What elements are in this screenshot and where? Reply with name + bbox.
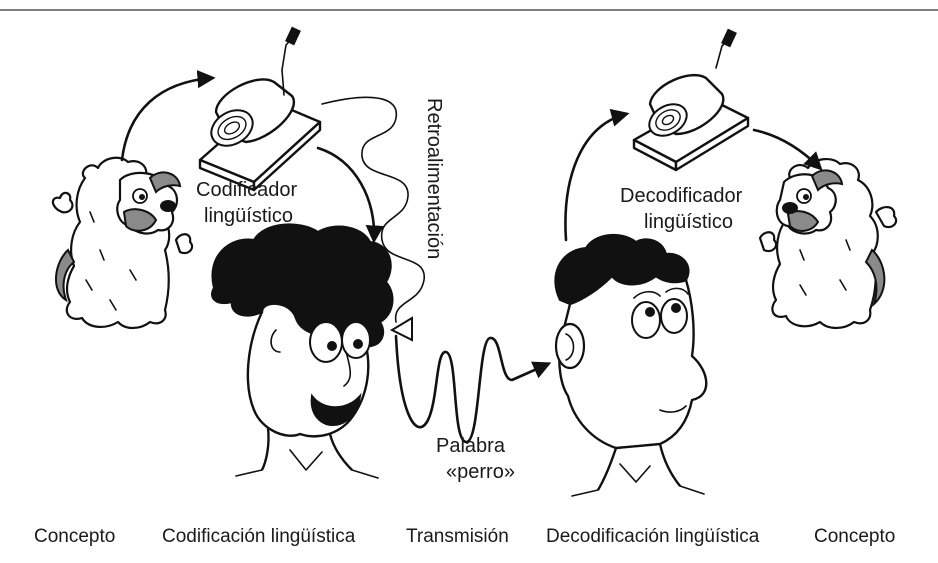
encoder-label-line1: Codificador <box>196 179 298 201</box>
decoder-machine-icon <box>634 29 748 170</box>
encoder-label-line2: lingüístico <box>204 205 293 227</box>
woman-speaker-illustration <box>212 224 393 478</box>
decoder-label-line1: Decodificador <box>620 185 743 207</box>
caption-concept-right: Concepto <box>814 526 895 547</box>
arrow-listener-to-decoder <box>565 114 626 240</box>
encoder-machine-icon <box>200 27 320 190</box>
feedback-label: Retroalimentación <box>423 98 445 259</box>
transmission-wave <box>396 336 548 442</box>
word-label-line1: Palabra <box>436 435 506 457</box>
caption-decoding: Decodificación lingüística <box>546 526 760 547</box>
right-dog-illustration <box>760 159 896 328</box>
arrow-decoder-to-concept <box>754 130 820 168</box>
decoder-label-line2: lingüístico <box>644 211 733 233</box>
arrow-concept-to-encoder <box>122 78 212 160</box>
man-listener-illustration <box>555 235 706 496</box>
caption-concept-left: Concepto <box>34 526 115 547</box>
caption-transmission: Transmisión <box>406 526 509 547</box>
word-label-line2: «perro» <box>446 461 515 483</box>
caption-encoding: Codificación lingüística <box>162 526 356 547</box>
left-dog-illustration <box>53 158 192 328</box>
